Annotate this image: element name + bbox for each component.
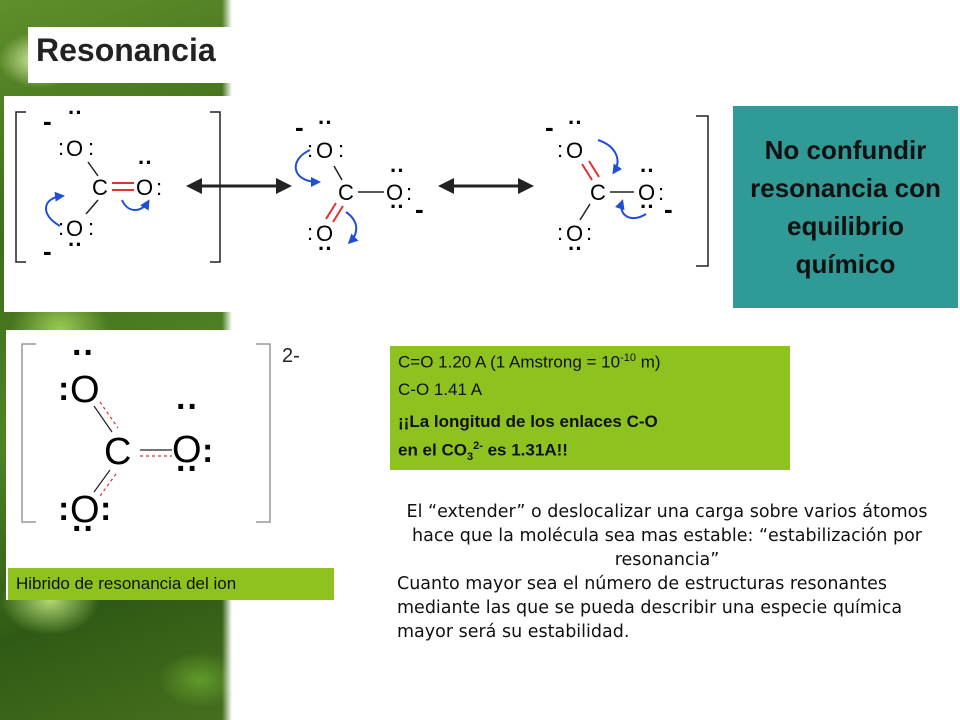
double-bond — [588, 160, 600, 178]
note-text: No confundir resonancia con equilibrio q… — [750, 135, 941, 279]
hybrid-caption: Hibrido de resonancia del ion — [8, 568, 334, 600]
lone-pair: : — [58, 215, 64, 240]
title-box — [28, 27, 250, 83]
carbon-atom: C — [104, 431, 131, 473]
lone-pair: : — [658, 180, 664, 205]
lone-pair: ·· — [138, 150, 153, 175]
explanation-paragraph: Cuanto mayor sea el número de estructura… — [397, 574, 903, 642]
oxygen-atom: O — [70, 489, 100, 531]
lone-pair: ·· — [390, 158, 405, 183]
single-bond — [579, 203, 591, 221]
lone-pair: : — [58, 490, 69, 528]
single-bond — [87, 161, 99, 177]
lone-pair: ·· — [390, 194, 405, 219]
oxygen-atom: O — [566, 221, 583, 246]
lone-pair: ·· — [72, 334, 95, 372]
oxygen-atom: O — [566, 138, 583, 163]
double-bond — [325, 202, 337, 220]
bond-length-single: C-O 1.41 A — [398, 380, 483, 399]
ion-charge: 2- — [282, 345, 300, 367]
lone-pair: : — [557, 137, 563, 162]
lone-pair: : — [586, 220, 592, 245]
minus-charge: - — [43, 236, 52, 266]
explanation-text: El “extender” o deslocalizar una carga s… — [397, 500, 937, 644]
bracket-right — [256, 343, 271, 523]
oxygen-atom: O — [638, 180, 655, 205]
double-bond — [332, 205, 344, 223]
resonance-arrow — [186, 178, 292, 194]
electron-arrow — [45, 191, 65, 227]
lone-pair: : — [202, 432, 213, 470]
bracket-left — [15, 111, 26, 263]
lone-pair: : — [88, 215, 94, 240]
lone-pair: ·· — [68, 100, 83, 125]
bond-length-double: C=O 1.20 A (1 Amstrong = 10-10 m) — [398, 352, 661, 372]
bond-length-box: C=O 1.20 A (1 Amstrong = 10-10 m) C-O 1.… — [390, 346, 790, 470]
lone-pair: : — [58, 135, 64, 160]
resonance-structure-2: - ·· : O : C ·· O : ·· - : O ·· — [294, 110, 424, 261]
oxygen-atom: O — [66, 216, 83, 241]
explanation-paragraph: El “extender” o deslocalizar una carga s… — [406, 502, 928, 570]
resonance-hybrid-panel — [6, 330, 336, 600]
resonance-arrow — [438, 178, 534, 194]
note-box: No confundir resonancia con equilibrio q… — [733, 106, 958, 308]
oxygen-atom: O — [172, 429, 202, 471]
lone-pair: ·· — [318, 110, 333, 135]
lone-pair: ·· — [72, 510, 95, 548]
lone-pair: ·· — [176, 388, 199, 426]
bond-length-statement: en el CO32- es 1.31A!! — [398, 440, 568, 464]
oxygen-atom: O — [316, 138, 333, 163]
lone-pair: : — [338, 137, 344, 162]
double-bond — [581, 163, 593, 181]
electron-arrow — [294, 149, 321, 187]
minus-charge: - — [43, 106, 52, 136]
electron-arrow — [121, 199, 150, 211]
bracket-left — [21, 343, 36, 523]
minus-charge: - — [415, 194, 424, 224]
lone-pair: ·· — [68, 232, 83, 257]
lone-pair: : — [100, 490, 111, 528]
resonance-structure-3: - ·· : O C ·· O : ·· - : O : ·· — [545, 110, 709, 267]
electron-arrow — [345, 211, 359, 245]
resonance-hybrid: 2- ·· : O ·· O : ·· C : O : ·· — [21, 334, 300, 548]
oxygen-atom: O — [386, 180, 403, 205]
carbon-atom: C — [92, 175, 108, 200]
lone-pair: : — [557, 220, 563, 245]
lone-pair: : — [406, 180, 412, 205]
lone-pair: ·· — [568, 110, 583, 135]
oxygen-atom: O — [70, 369, 100, 411]
lone-pair: : — [307, 137, 313, 162]
lone-pair: ·· — [640, 194, 655, 219]
bracket-right — [696, 115, 709, 267]
carbon-atom: C — [590, 180, 606, 205]
lone-pair: ·· — [568, 236, 583, 261]
minus-charge: - — [664, 194, 673, 224]
lone-pair: ·· — [640, 158, 655, 183]
lone-pair: : — [156, 175, 162, 200]
single-bond — [85, 199, 99, 215]
electron-arrow — [615, 199, 647, 220]
minus-charge: - — [545, 112, 554, 142]
slide-title: Resonancia — [36, 32, 216, 68]
oxygen-atom: O — [316, 221, 333, 246]
lone-pair: : — [88, 135, 94, 160]
minus-charge: - — [295, 112, 304, 142]
lone-pair: : — [58, 370, 69, 408]
lone-pair: ·· — [318, 236, 333, 261]
carbon-atom: C — [338, 180, 354, 205]
oxygen-atom: O — [136, 175, 153, 200]
lone-pair: : — [307, 220, 313, 245]
single-bond — [333, 165, 343, 181]
bond-length-statement: ¡¡La longitud de los enlaces C-O — [398, 412, 658, 431]
electron-arrow — [597, 139, 623, 175]
oxygen-atom: O — [66, 136, 83, 161]
resonance-structures-panel — [4, 96, 734, 312]
resonance-structure-1: - - ·· : O : C ·· O : : O : ·· — [15, 100, 221, 266]
lone-pair: ·· — [176, 450, 199, 488]
